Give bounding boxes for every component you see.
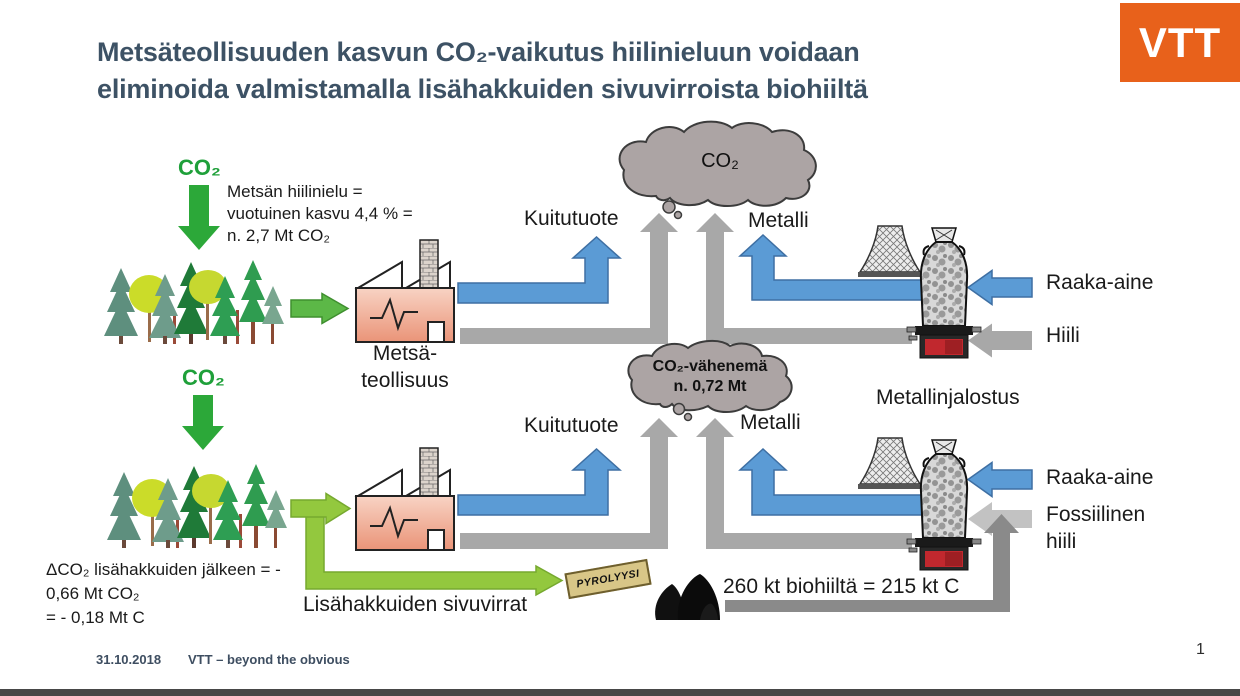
coal-label-top: Hiili bbox=[1046, 324, 1080, 347]
cloud-reduction-l2: n. 0,72 Mt bbox=[673, 378, 747, 395]
metal-refining-label: Metallinjalostus bbox=[876, 386, 1020, 409]
fibre-product-label-top: Kuitutuote bbox=[524, 207, 619, 230]
arrow-raw-material-top bbox=[966, 269, 1033, 306]
delta-co2-l1: ΔCO₂ lisähakkuiden jälkeen = - bbox=[46, 560, 281, 579]
delta-co2-l3: = - 0,18 Mt C bbox=[46, 608, 145, 627]
carbon-sink-note-l1: Metsän hiilinielu = bbox=[227, 182, 363, 201]
slide-footer: 31.10.2018 VTT – beyond the obvious bbox=[0, 650, 1240, 674]
raw-material-label-top: Raaka-aine bbox=[1046, 271, 1154, 294]
arrow-coal-top bbox=[968, 323, 1032, 358]
forest-icon-bottom bbox=[107, 464, 287, 548]
carbon-sink-note-l2: vuotuinen kasvu 4,4 % = bbox=[227, 204, 413, 223]
vtt-logo: VTT bbox=[1120, 3, 1240, 82]
carbon-sink-note: Metsän hiilinielu = vuotuinen kasvu 4,4 … bbox=[227, 181, 413, 247]
factory-icon-bottom bbox=[355, 447, 455, 551]
carbon-sink-note-l3: n. 2,7 Mt CO₂ bbox=[227, 226, 330, 245]
arrow-co2-down-bottom bbox=[182, 395, 224, 450]
cloud-co2-text: CO₂ bbox=[701, 150, 739, 172]
co2-cloud-top bbox=[618, 120, 817, 220]
forest-industry-l1: Metsä- bbox=[372, 342, 438, 365]
page-number: 1 bbox=[1196, 641, 1205, 658]
bottom-frame-bar bbox=[0, 689, 1240, 696]
arrow-side-stream-to-pyrolysis bbox=[305, 509, 564, 597]
side-streams-label: Lisähakkuiden sivuvirrat bbox=[303, 593, 528, 616]
factory-icon-top bbox=[355, 239, 455, 343]
arrow-co2-right-bottom bbox=[696, 418, 912, 549]
arrow-co2-right-top bbox=[696, 213, 912, 344]
delta-co2-l2: 0,66 Mt CO₂ bbox=[46, 584, 140, 603]
arrow-forest-to-factory-bottom bbox=[290, 492, 352, 525]
title-line-1: Metsäteollisuuden kasvun CO₂-vaikutus hi… bbox=[97, 37, 860, 67]
arrow-co2-left-bottom bbox=[460, 418, 678, 549]
arrow-co2-down-top bbox=[178, 185, 220, 250]
raw-material-label-bottom: Raaka-aine bbox=[1046, 466, 1154, 489]
arrow-fibre-product-bottom bbox=[457, 447, 622, 516]
fibre-product-label-bottom: Kuitutuote bbox=[524, 414, 619, 437]
arrow-forest-to-factory-top bbox=[290, 292, 350, 325]
arrow-metal-top bbox=[738, 233, 951, 301]
biochar-piles-icon bbox=[655, 574, 720, 620]
metal-label-top: Metalli bbox=[748, 209, 809, 232]
co2-label-bottom: CO₂ bbox=[182, 365, 225, 390]
fossil-coal-label-l2: hiili bbox=[1046, 530, 1077, 553]
footer-date: 31.10.2018 bbox=[96, 652, 162, 667]
footer-tagline: VTT – beyond the obvious bbox=[188, 652, 350, 667]
title-line-2: eliminoida valmistamalla lisähakkuiden s… bbox=[97, 74, 868, 104]
cloud-reduction-l1: CO₂-vähenemä bbox=[652, 358, 768, 375]
forest-industry-label: Metsä- teollisuus bbox=[355, 340, 455, 394]
page-title: Metsäteollisuuden kasvun CO₂-vaikutus hi… bbox=[97, 34, 1057, 108]
co2-reduction-cloud bbox=[627, 340, 793, 422]
arrow-raw-material-bottom bbox=[966, 461, 1033, 498]
co2-label-top: CO₂ bbox=[178, 155, 221, 180]
delta-co2-note: ΔCO₂ lisähakkuiden jälkeen = - 0,66 Mt C… bbox=[46, 558, 281, 630]
biochar-label: 260 kt biohiiltä = 215 kt C bbox=[723, 575, 960, 598]
arrow-co2-left-top bbox=[460, 213, 678, 344]
forest-industry-l2: teollisuus bbox=[361, 369, 449, 392]
metal-label-bottom: Metalli bbox=[740, 411, 801, 434]
cooling-tower-icon-bottom bbox=[857, 437, 923, 490]
forest-icon-top bbox=[104, 260, 284, 344]
cooling-tower-icon-top bbox=[857, 225, 923, 278]
arrow-metal-bottom bbox=[738, 447, 951, 516]
arrow-fibre-product-top bbox=[457, 235, 622, 304]
fossil-coal-label-l1: Fossiilinen bbox=[1046, 503, 1146, 526]
arrow-biochar-return bbox=[725, 514, 1019, 612]
